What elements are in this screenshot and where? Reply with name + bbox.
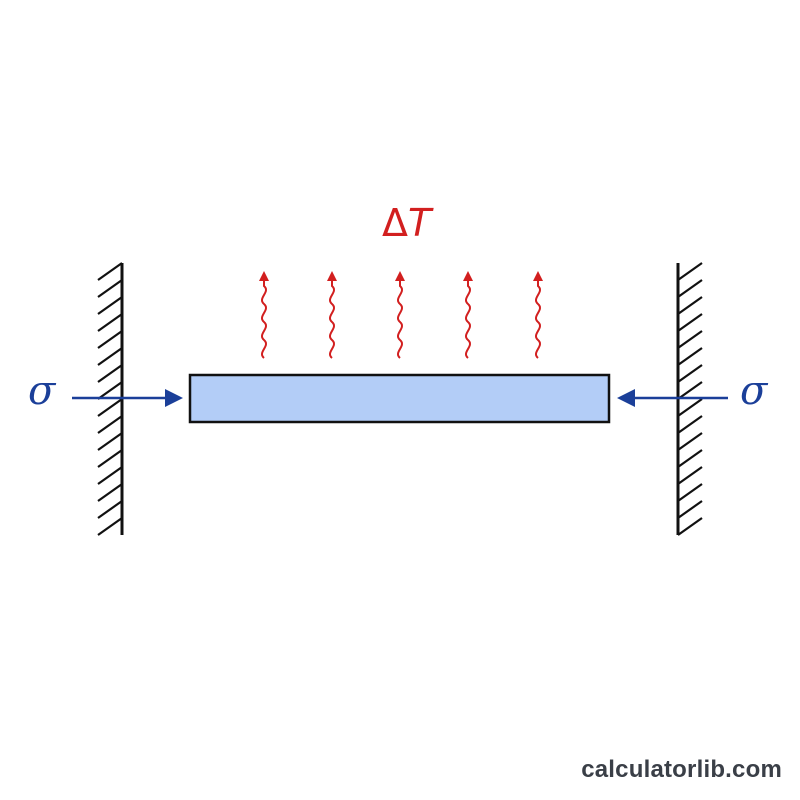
heat-arrow: [463, 271, 473, 359]
heat-arrow: [533, 271, 543, 359]
heat-arrow: [395, 271, 405, 359]
delta-symbol: Δ: [382, 201, 408, 245]
left-wall-hatching: [97, 262, 123, 536]
right-wall-hatching: [677, 262, 703, 536]
heat-arrow: [327, 271, 337, 359]
watermark: calculatorlib.com: [581, 756, 782, 783]
right-stress-arrow: [617, 389, 728, 407]
stress-label-left: σ: [28, 368, 56, 414]
heat-arrows: [259, 271, 543, 359]
bar: [188, 373, 611, 424]
stress-label-right: σ: [740, 368, 768, 414]
temperature-variable: T: [408, 201, 432, 245]
temperature-change-label: ΔT: [382, 203, 431, 243]
heat-arrow: [259, 271, 269, 359]
left-stress-arrow: [72, 389, 183, 407]
